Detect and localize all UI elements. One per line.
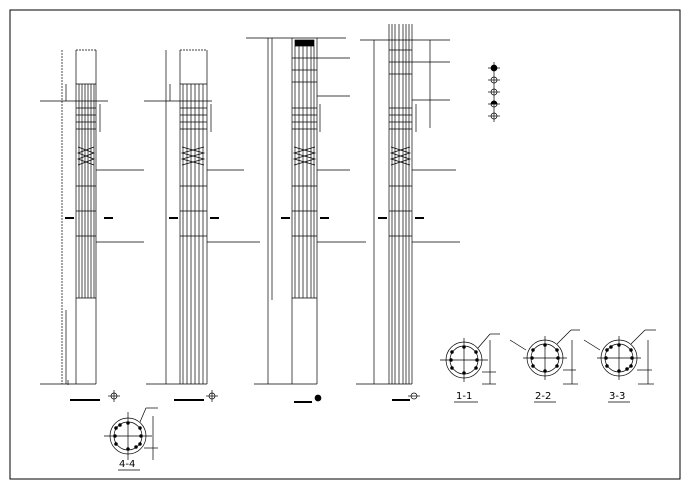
pile-4 [356,24,460,401]
rebar-symbol-1-icon [488,62,500,74]
section-2-2-label: 2-2 [535,391,551,402]
section-4-4-label: 4-4 [119,459,135,470]
rebar-symbol-5-icon [488,110,500,122]
section-3-3: 3-3 [583,329,656,403]
section-4-4: 4-4 [104,407,158,471]
section-3-3-label: 3-3 [609,391,625,402]
section-1-1: 1-1 [440,333,500,403]
section-2-2: 2-2 [509,329,580,403]
pile-1 [40,49,144,402]
rebar-symbol-3-icon [488,86,500,98]
pile-3 [246,37,366,403]
legend-symbols [488,62,500,122]
rebar-symbol-4-icon [488,98,500,110]
rebar-symbol-2-icon [488,74,500,86]
sheet-border [9,9,681,480]
pile-2 [144,49,260,402]
section-1-1-label: 1-1 [456,391,472,402]
